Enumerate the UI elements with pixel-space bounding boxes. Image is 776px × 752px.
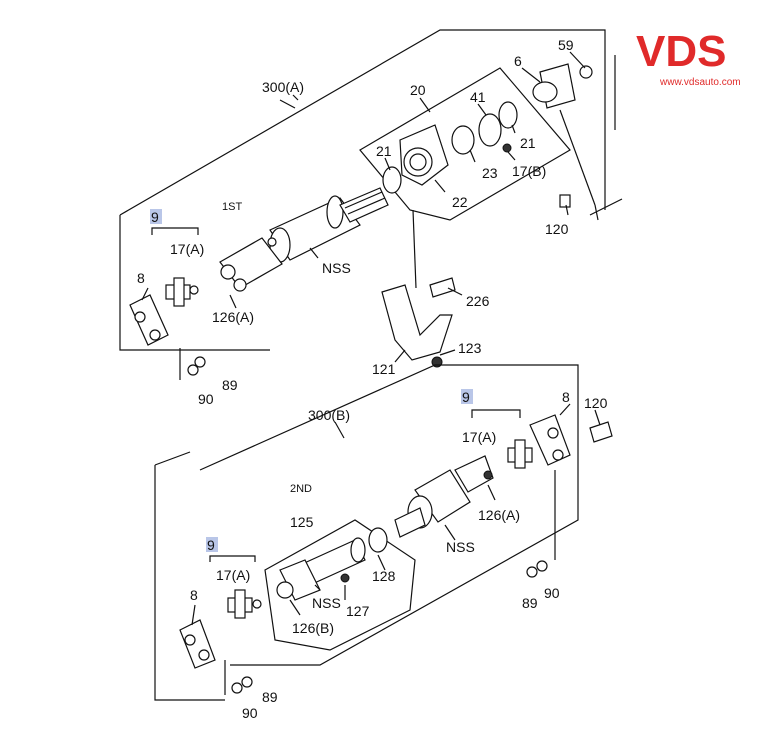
label-123: 123	[458, 340, 482, 356]
callout-9a-highlight	[150, 209, 162, 224]
label-89-b: 89	[522, 595, 538, 611]
label-21-right: 21	[520, 135, 536, 151]
label-125: 125	[290, 514, 314, 530]
label-90-c: 90	[242, 705, 258, 721]
label-9-b: 9	[462, 389, 470, 405]
vds-logo: VDS www.vdsauto.com	[636, 27, 741, 88]
label-17a-3: 17(A)	[216, 567, 250, 583]
label-6: 6	[514, 53, 522, 69]
label-89-c: 89	[262, 689, 278, 705]
universal-joint-b	[471, 409, 613, 578]
center-bearing-group	[382, 101, 518, 194]
label-17a-2: 17(A)	[462, 429, 496, 445]
label-126a-2: 126(A)	[478, 507, 520, 523]
label-20: 20	[410, 82, 426, 98]
slip-yoke-group-frame	[264, 519, 416, 651]
label-300b: 300(B)	[308, 407, 350, 423]
label-nss-2: NSS	[446, 539, 475, 555]
label-17b: 17(B)	[512, 163, 546, 179]
flange-yoke-6	[532, 63, 599, 221]
label-90-a: 90	[198, 391, 214, 407]
label-9-a: 9	[151, 209, 159, 225]
label-59: 59	[558, 37, 574, 53]
label-126a-1: 126(A)	[212, 309, 254, 325]
leader-lines	[141, 51, 601, 626]
callout-labels: 300(A) 1ST 59 6 20 41 21 21 23 17(B) 22 …	[137, 37, 608, 721]
propeller-shaft-b	[394, 455, 494, 538]
label-126b: 126(B)	[292, 620, 334, 636]
label-nss-3: NSS	[312, 595, 341, 611]
callout-9c-highlight	[206, 537, 218, 552]
label-41: 41	[470, 89, 486, 105]
label-89-a: 89	[222, 377, 238, 393]
center-bearing-group-frame	[359, 67, 571, 221]
logo-text: VDS	[636, 27, 726, 76]
universal-joint-c	[179, 555, 262, 695]
label-23: 23	[482, 165, 498, 181]
label-127: 127	[346, 603, 370, 619]
label-120-right: 120	[584, 395, 608, 411]
label-8-c: 8	[190, 587, 198, 603]
logo-url: www.vdsauto.com	[659, 77, 741, 88]
bracket-121	[381, 209, 456, 368]
label-300a: 300(A)	[262, 79, 304, 95]
slip-yoke-group	[276, 527, 388, 601]
label-9-c: 9	[207, 537, 215, 553]
label-8-a: 8	[137, 270, 145, 286]
label-17a-1: 17(A)	[170, 241, 204, 257]
label-nss-1: NSS	[322, 260, 351, 276]
label-128: 128	[372, 568, 396, 584]
label-22: 22	[452, 194, 468, 210]
label-90-b: 90	[544, 585, 560, 601]
label-8-b: 8	[562, 389, 570, 405]
assembly-b-frame	[154, 364, 579, 701]
propeller-shaft-a	[219, 187, 389, 292]
label-1st: 1ST	[222, 201, 242, 213]
label-120-top: 120	[545, 221, 569, 237]
universal-joint-a	[129, 227, 206, 380]
label-2nd: 2ND	[290, 483, 312, 495]
assembly-a-frame	[119, 29, 623, 351]
label-121: 121	[372, 361, 396, 377]
label-21-left: 21	[376, 143, 392, 159]
label-226: 226	[466, 293, 490, 309]
callout-9b-highlight	[461, 389, 473, 404]
